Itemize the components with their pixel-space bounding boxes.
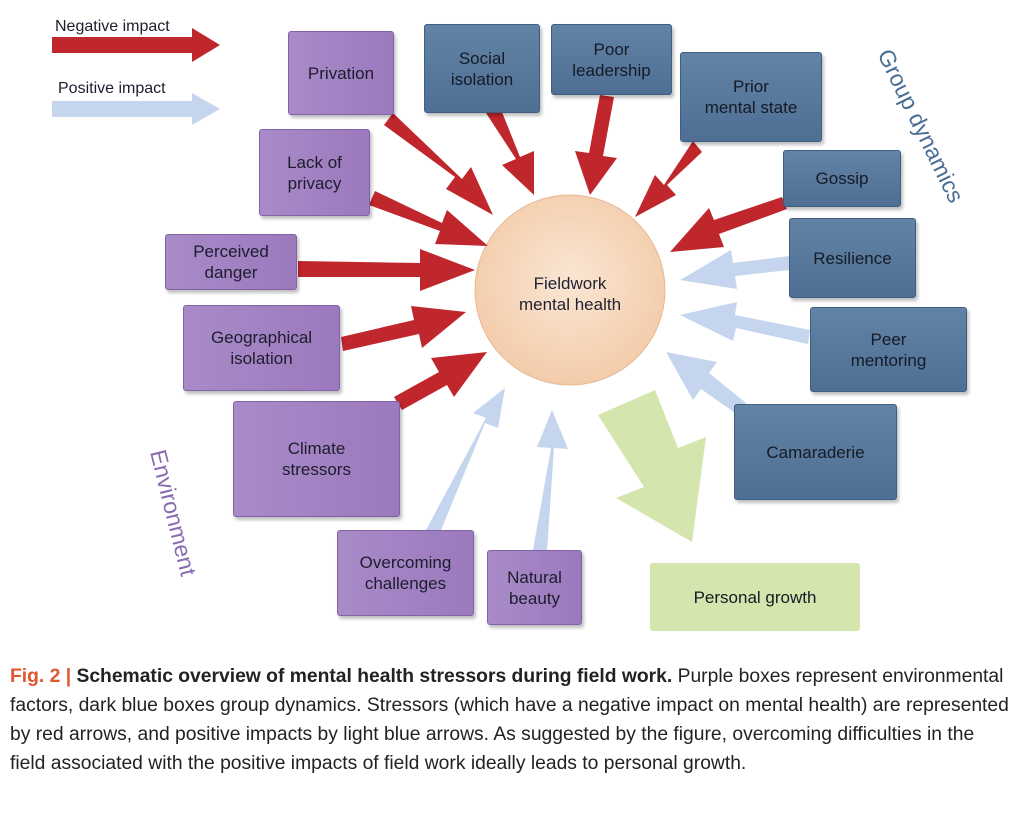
climate-stressors-box: Climate stressors [233,401,400,517]
poor-leadership-box: Poor leadership [551,24,672,95]
legend-positive-label: Positive impact [58,80,166,97]
center-label: Fieldwork mental health [518,274,622,314]
arrow-prior-mental-state [635,141,702,217]
arrow-perceived-danger [298,249,475,291]
lack-of-privacy-box: Lack of privacy [259,129,370,216]
arrow-poor-leadership [575,95,617,195]
caption-title: Schematic overview of mental health stre… [76,666,673,687]
overcoming-challenges-box: Overcoming challenges [337,530,474,616]
social-isolation-box: Social isolation [424,24,540,113]
caption-fig-label: Fig. 2 | [10,666,72,687]
legend-negative-label: Negative impact [55,18,170,35]
arrow-peer-mentoring [680,302,810,344]
privation-box: Privation [288,31,394,115]
arrow-climate-stressors [394,352,487,410]
arrow-overcoming-challenges [426,388,505,535]
caption-text: Purple boxes represent environmental fac… [10,666,1009,774]
diagram: Group dynamics Environment [52,28,969,579]
arrow-social-isolation [486,107,534,195]
arrow-natural-beauty [533,410,568,551]
center-circle [474,194,666,386]
camaraderie-box: Camaraderie [734,404,897,500]
resilience-box: Resilience [789,218,916,298]
personal-growth-box: Personal growth [650,563,860,631]
gossip-box: Gossip [783,150,901,207]
legend-positive-arrow [52,93,220,125]
environment-label: Environment [145,447,202,579]
prior-mental-state-box: Prior mental state [680,52,822,142]
natural-beauty-box: Natural beauty [487,550,582,625]
growth-arrow [598,390,706,542]
arrow-lack-of-privacy [369,191,488,246]
figure-caption: Fig. 2 | Schematic overview of mental he… [10,662,1014,778]
perceived-danger-box: Perceived danger [165,234,297,290]
legend-negative-arrow [52,28,220,62]
arrow-resilience [680,250,790,289]
arrow-geographical-isolation [341,306,466,351]
arrow-gossip [670,197,787,252]
geographical-isolation-box: Geographical isolation [183,305,340,391]
peer-mentoring-box: Peer mentoring [810,307,967,392]
arrow-camaraderie [666,352,746,415]
arrow-privation [384,113,493,215]
